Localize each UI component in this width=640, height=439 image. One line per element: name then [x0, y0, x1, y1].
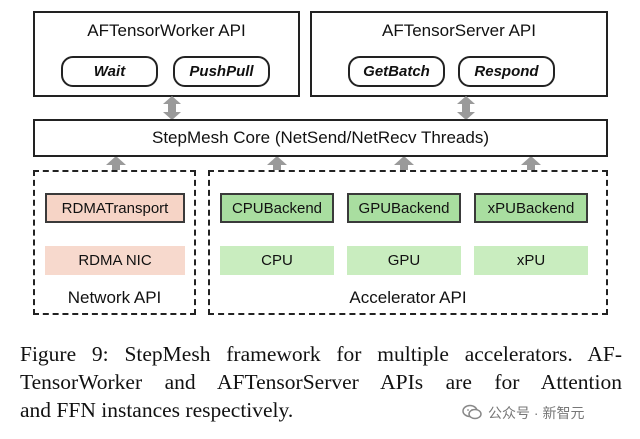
cpu-device-box: CPU — [220, 246, 334, 275]
network-api-region: Network API — [33, 170, 196, 315]
stepmesh-core-box: StepMesh Core (NetSend/NetRecv Threads) — [33, 119, 608, 157]
caption-line-1: Figure 9: StepMesh framework for multipl… — [20, 342, 622, 366]
watermark-text: 公众号 · 新智元 — [488, 405, 585, 421]
accelerator-api-title: Accelerator API — [349, 288, 467, 307]
caption-line-2: TensorWorker and AFTensorServer APIs are… — [20, 370, 622, 394]
network-api-title: Network API — [67, 288, 162, 307]
server-api-title: AFTensorServer API — [381, 21, 536, 40]
getbatch-button[interactable]: GetBatch — [348, 56, 445, 87]
figure-caption: Figure 9: StepMesh framework for multipl… — [20, 340, 622, 424]
arrow-worker-core — [163, 96, 181, 120]
gpu-device-box: GPU — [347, 246, 461, 275]
gpu-backend-box: GPUBackend — [347, 193, 461, 223]
pushpull-button[interactable]: PushPull — [173, 56, 270, 87]
wechat-icon — [462, 404, 482, 423]
worker-api-title: AFTensorWorker API — [87, 21, 246, 40]
xpu-device-box: xPU — [474, 246, 588, 275]
rdma-transport-box: RDMATransport — [45, 193, 185, 223]
wait-button[interactable]: Wait — [61, 56, 158, 87]
arrow-server-core — [457, 96, 475, 120]
rdma-nic-box: RDMA NIC — [45, 246, 185, 275]
accelerator-api-region: Accelerator API — [208, 170, 608, 315]
caption-line-3: and FFN instances respectively. — [20, 398, 294, 422]
xpu-backend-box: xPUBackend — [474, 193, 588, 223]
respond-button[interactable]: Respond — [458, 56, 555, 87]
cpu-backend-box: CPUBackend — [220, 193, 334, 223]
watermark: 公众号 · 新智元 — [462, 402, 584, 424]
stepmesh-core-label: StepMesh Core (NetSend/NetRecv Threads) — [151, 128, 489, 147]
